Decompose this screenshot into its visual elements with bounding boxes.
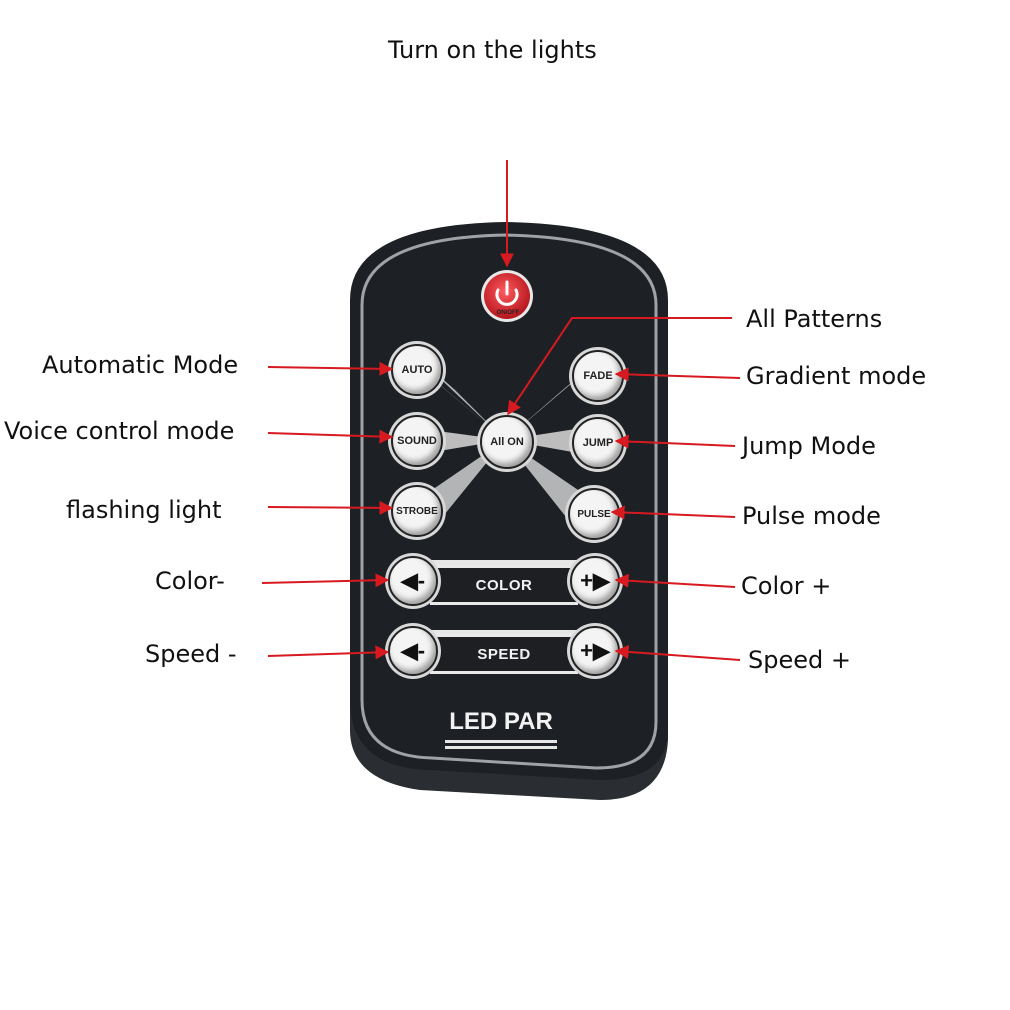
- power-button: [484, 273, 530, 319]
- label-voice-control-mode: Voice control mode: [4, 417, 235, 445]
- power-icon: [495, 288, 519, 306]
- speed-bar: SPEED: [430, 634, 578, 674]
- auto-button[interactable]: AUTO: [391, 344, 443, 396]
- sound-button[interactable]: SOUND: [391, 415, 443, 467]
- color-plus-button[interactable]: +▶: [570, 556, 620, 606]
- label-all-patterns: All Patterns: [746, 305, 883, 333]
- all-on-button[interactable]: All ON: [480, 415, 534, 469]
- pulse-button[interactable]: PULSE: [568, 488, 620, 540]
- speed-plus-button[interactable]: +▶: [570, 626, 620, 676]
- label-color-minus: Color-: [155, 567, 225, 595]
- fade-button[interactable]: FADE: [572, 350, 624, 402]
- label-speed-minus: Speed -: [145, 640, 237, 668]
- title-label: Turn on the lights: [388, 36, 597, 64]
- jump-button[interactable]: JUMP: [572, 417, 624, 469]
- label-color-plus: Color +: [741, 572, 832, 600]
- strobe-button[interactable]: STROBE: [391, 485, 443, 537]
- label-pulse-mode: Pulse mode: [742, 502, 881, 530]
- color-bar: COLOR: [430, 565, 578, 605]
- label-speed-plus: Speed +: [748, 646, 851, 674]
- label-jump-mode: Jump Mode: [742, 432, 876, 460]
- speed-minus-button[interactable]: ◀-: [388, 626, 438, 676]
- label-automatic-mode: Automatic Mode: [42, 351, 239, 379]
- label-gradient-mode: Gradient mode: [746, 362, 927, 390]
- color-minus-button[interactable]: ◀-: [388, 556, 438, 606]
- brand-label: LED PAR: [449, 708, 553, 735]
- label-flashing-light: flashing light: [66, 496, 222, 524]
- power-button-text[interactable]: ON/OFF: [496, 310, 520, 316]
